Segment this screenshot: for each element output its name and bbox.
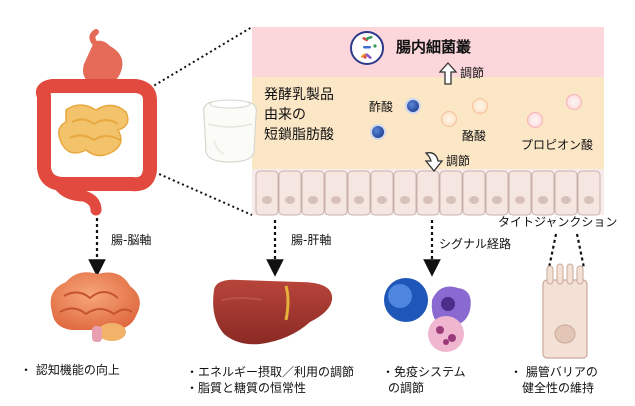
signal-pathway-label: シグナル経路 <box>439 237 512 251</box>
brain-icon <box>50 272 140 342</box>
microbiota-title: 腸内細菌叢 <box>396 38 472 56</box>
immune-cells-icon <box>384 278 471 352</box>
outcome-barrier-1: ・ 腸管バリアの <box>510 365 598 379</box>
tight-junction-label: タイトジャンクション <box>498 215 618 229</box>
bacteria-icon <box>350 31 384 65</box>
outcome-liver-1: ・エネルギー摂取／利用の調節 <box>186 365 355 379</box>
scfa-line-1: 発酵乳製品 <box>264 87 334 103</box>
yogurt-icon <box>203 99 257 163</box>
acetic-acid-molecule <box>370 98 421 140</box>
scfa-line-2: 由来の <box>264 107 306 123</box>
zoom-lines <box>149 26 253 216</box>
axis-arrows <box>88 218 586 277</box>
butyric-acid-label: 酪酸 <box>462 129 487 143</box>
outcome-liver-2: ・脂質と糖質の恒常性 <box>186 381 307 395</box>
epithelium-cells <box>255 170 601 216</box>
scfa-line-3: 短鎖脂肪酸 <box>264 127 334 143</box>
outcome-immune-1: ・免疫システム <box>382 365 466 379</box>
regulate-up-label: 調節 <box>460 66 485 80</box>
gut-panel <box>252 27 604 216</box>
gut-liver-axis-label: 腸-肝軸 <box>291 233 332 247</box>
propionic-acid-label: プロピオン酸 <box>521 138 594 152</box>
regulate-down-label: 調節 <box>446 154 471 168</box>
regulate-up-arrow-icon <box>438 62 458 85</box>
butyric-acid-molecule <box>441 98 488 127</box>
acetic-acid-label: 酢酸 <box>369 100 394 114</box>
outcome-brain: ・ 認知機能の向上 <box>20 363 120 377</box>
regulate-down-arrow-icon <box>424 152 444 173</box>
gut-brain-axis-label: 腸-脳軸 <box>111 233 152 247</box>
enterocyte-icon <box>542 263 588 359</box>
outcome-immune-2: の調節 <box>388 381 425 395</box>
intestine-icon <box>36 29 157 216</box>
liver-icon <box>213 279 333 345</box>
propionic-acid-molecule <box>527 94 582 128</box>
outcome-barrier-2: 健全性の維持 <box>522 381 595 395</box>
